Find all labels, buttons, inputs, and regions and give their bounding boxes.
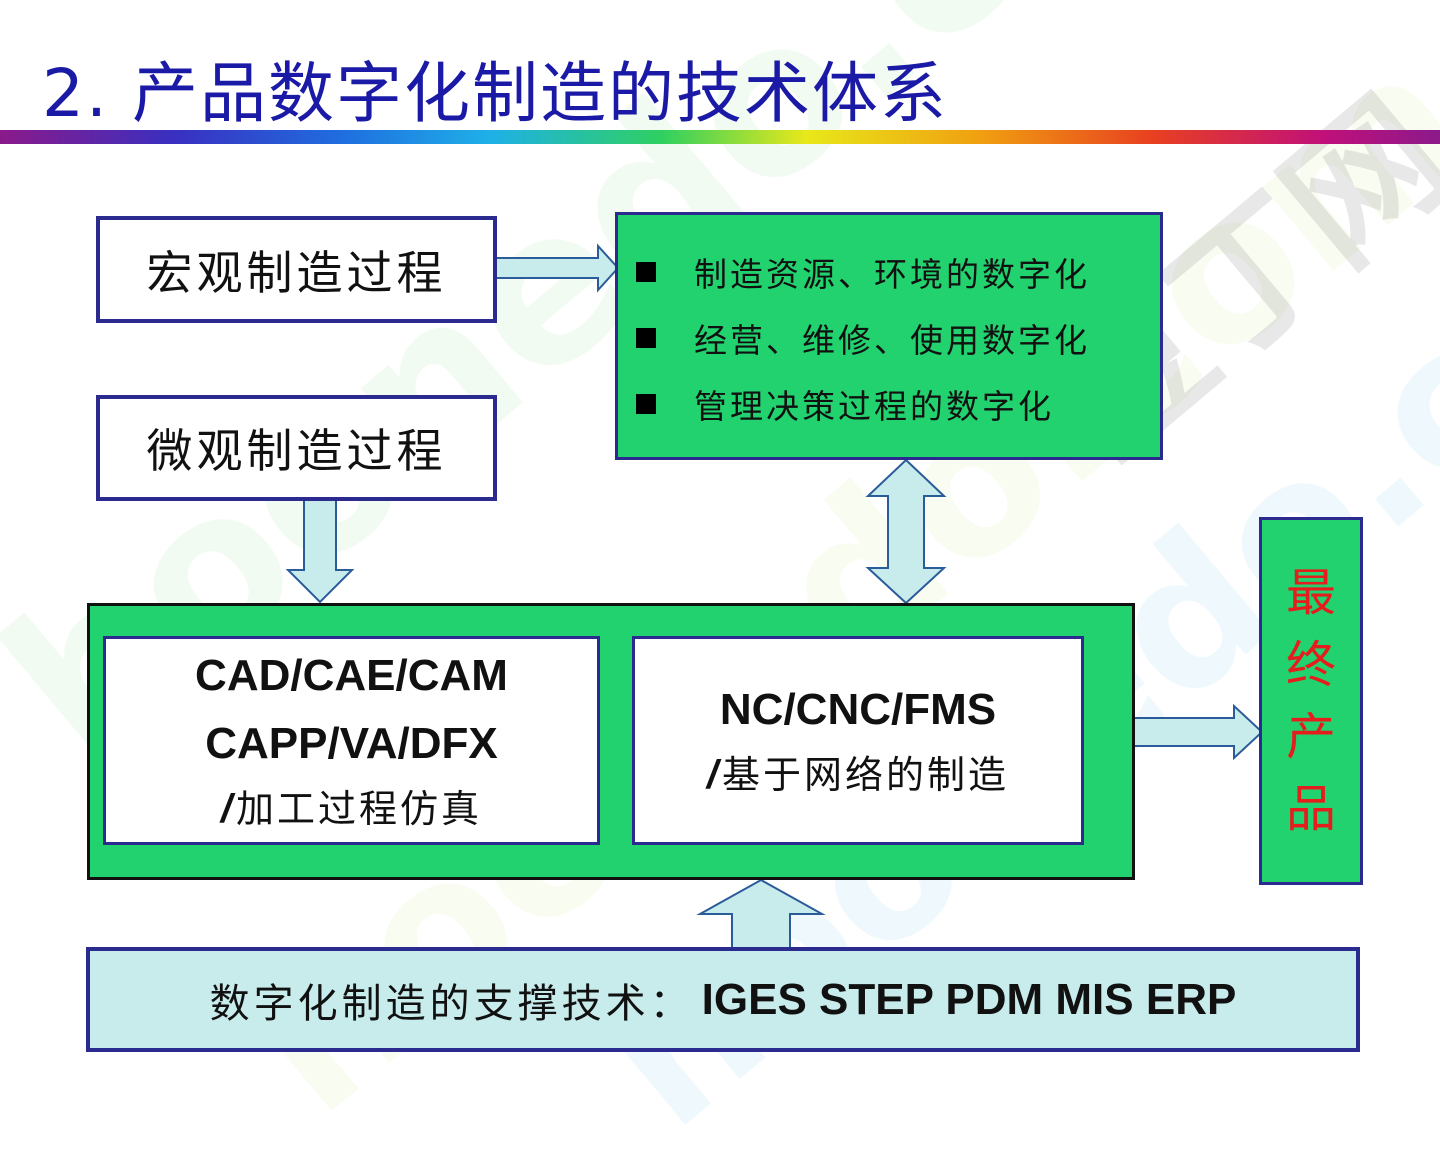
cad-line: CAD/CAE/CAM [195,650,508,700]
support-label: 数字化制造的支撑技术： [209,980,694,1027]
list-item: 管理决策过程的数字化 [636,371,1160,437]
final-product-box: 最 终 产 品 [1259,517,1363,885]
support-technology-box: 数字化制造的支撑技术： IGES STEP PDM MIS ERP [86,947,1360,1052]
final-product-char: 品 [1286,780,1336,838]
digitalization-box: 制造资源、环境的数字化 经营、维修、使用数字化 管理决策过程的数字化 [615,212,1163,460]
arrow-main-to-final [1133,703,1264,761]
cad-cam-box: CAD/CAE/CAM CAPP/VA/DFX /加工过程仿真 [103,636,600,845]
list-item: 经营、维修、使用数字化 [636,305,1160,371]
bullet-square-icon [636,328,656,348]
bullet-square-icon [636,394,656,414]
arrow-digital-main-bidirectional [865,458,947,605]
macro-process-label: 宏观制造过程 [146,245,447,300]
nc-line: NC/CNC/FMS [719,684,997,734]
simulation-line: /加工过程仿真 [220,786,483,831]
digitalization-list: 制造资源、环境的数字化 经营、维修、使用数字化 管理决策过程的数字化 [636,239,1160,437]
macro-process-box: 宏观制造过程 [96,216,497,323]
flow-arrows [285,243,1264,949]
bullet-square-icon [636,262,656,282]
micro-process-label: 微观制造过程 [146,424,447,478]
nc-cnc-box: NC/CNC/FMS /基于网络的制造 [632,636,1084,845]
capp-line: CAPP/VA/DFX [205,718,498,768]
final-product-char: 最 [1286,564,1336,622]
title-divider-bar [0,130,1440,144]
list-item: 制造资源、环境的数字化 [636,239,1160,305]
arrow-support-to-main [696,878,826,949]
micro-process-box: 微观制造过程 [96,395,497,501]
support-technologies: IGES STEP PDM MIS ERP [701,974,1237,1024]
arrow-micro-to-main [285,499,355,604]
final-product-char: 终 [1286,636,1336,694]
network-manufacturing-line: /基于网络的制造 [706,752,1010,797]
arrow-macro-to-digital [495,243,620,293]
final-product-char: 产 [1286,708,1336,766]
slide-title: 2. 产品数字化制造的技术体系 [42,55,948,132]
